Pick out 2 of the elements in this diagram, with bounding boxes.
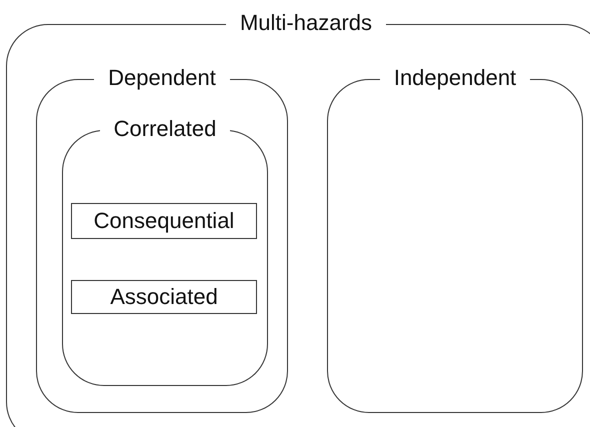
category-box: Associated (71, 280, 257, 314)
category-box: Consequential (71, 203, 257, 239)
